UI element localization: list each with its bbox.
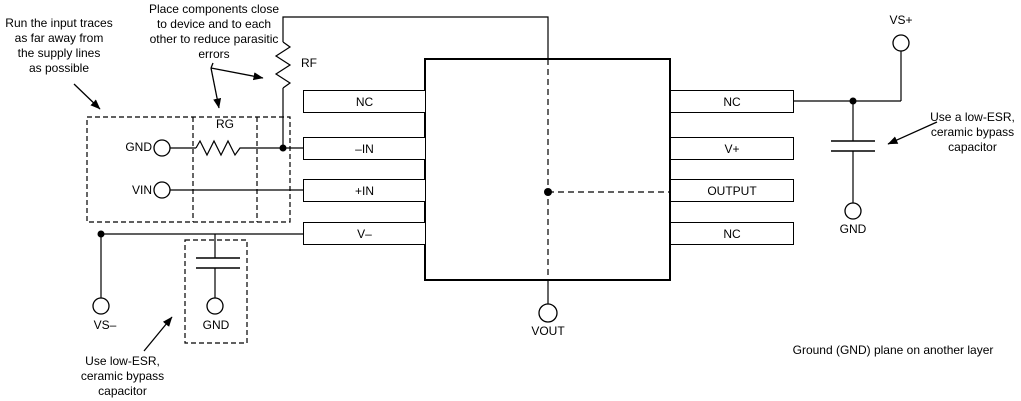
rf-label: RF (301, 56, 317, 70)
note-bypass-right: Use a low-ESR, ceramic bypass capacitor (930, 110, 1015, 154)
gnd-left-label: GND (125, 140, 152, 154)
vout-terminal (538, 303, 558, 323)
gnd-bottom-left-terminal (206, 297, 224, 315)
gnd-bottom-left-label: GND (202, 318, 230, 332)
vin-terminal (153, 181, 171, 199)
gnd-left-terminal (153, 139, 171, 157)
arrow-to-rf (210, 67, 264, 81)
pin-right-v-plus: V+ (670, 137, 794, 160)
rg-resistor (195, 139, 244, 157)
v-plus-supply-wire (794, 51, 902, 203)
vs-minus-label: VS– (93, 318, 117, 332)
bypass-capacitor-left (196, 257, 240, 269)
v-minus-rail-wire (100, 233, 303, 298)
input-region-dashed-box (86, 116, 291, 223)
vout-label: VOUT (531, 324, 565, 338)
vs-plus-terminal (892, 34, 910, 52)
note-input-traces: Run the input traces as far away from th… (5, 16, 113, 75)
note-bypass-left: Use low-ESR, ceramic bypass capacitor (80, 354, 165, 398)
pin-right-nc-bottom: NC (670, 222, 794, 245)
vs-plus-label: VS+ (889, 13, 913, 27)
pin-left-nc: NC (303, 90, 426, 113)
gnd-right-terminal (844, 202, 862, 220)
arrow-to-rg-box (210, 67, 222, 109)
ic-body (424, 58, 671, 281)
rg-label: RG (216, 117, 234, 131)
note-gnd-plane: Ground (GND) plane on another layer (792, 343, 994, 357)
pin-left-in-pos: +IN (303, 179, 426, 202)
pin-left-in-neg: –IN (303, 137, 426, 160)
arrow-input-traces (73, 83, 101, 110)
pin-right-output: OUTPUT (670, 179, 794, 202)
pin-left-v-neg: V– (303, 222, 426, 245)
vin-label: VIN (131, 183, 152, 197)
arrow-bypass-left (143, 316, 173, 352)
bypass-capacitor-right (831, 140, 875, 152)
gnd-right-label: GND (839, 222, 867, 236)
vs-minus-terminal (92, 297, 110, 315)
note-place-components: Place components close to device and to … (148, 2, 280, 61)
pin-right-nc-top: NC (670, 90, 794, 113)
arrow-fork-stub (210, 62, 214, 69)
